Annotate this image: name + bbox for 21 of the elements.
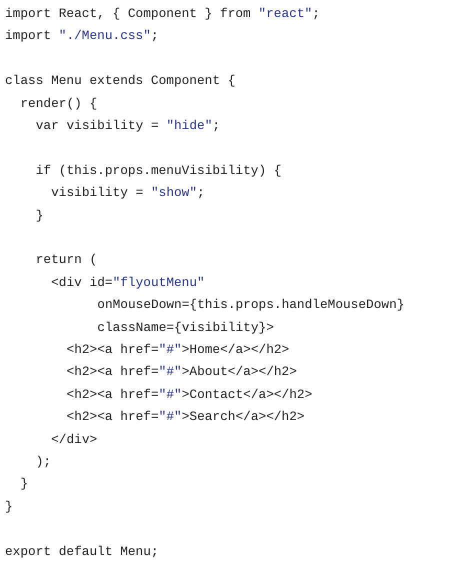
code-line: return ( xyxy=(36,252,98,268)
code-line: ); xyxy=(36,454,52,470)
code-line: import React, { Component } from "react"; xyxy=(5,6,320,22)
code-line: onMouseDown={this.props.handleMouseDown} xyxy=(97,297,404,314)
code-line: class Menu extends Component { xyxy=(5,73,236,90)
code-line: var visibility = "hide"; xyxy=(36,118,220,134)
code-line: </div> xyxy=(51,432,98,448)
code-line: } xyxy=(20,476,28,492)
code-line: <h2><a href="#">About</a></h2> xyxy=(66,364,297,380)
code-line: render() { xyxy=(20,96,98,112)
code-line: <h2><a href="#">Home</a></h2> xyxy=(66,342,290,358)
code-line: if (this.props.menuVisibility) { xyxy=(36,162,282,179)
code-line: } xyxy=(36,208,44,224)
code-line: export default Menu; xyxy=(5,544,159,560)
code-line: <h2><a href="#">Search</a></h2> xyxy=(66,409,305,426)
code-line: visibility = "show"; xyxy=(51,185,205,202)
code-line: import "./Menu.css"; xyxy=(5,28,159,44)
code-line: } xyxy=(5,498,13,515)
code-line: <div id="flyoutMenu" xyxy=(51,274,205,291)
code-line: <h2><a href="#">Contact</a></h2> xyxy=(66,386,312,403)
code-line: className={visibility}> xyxy=(97,320,274,336)
